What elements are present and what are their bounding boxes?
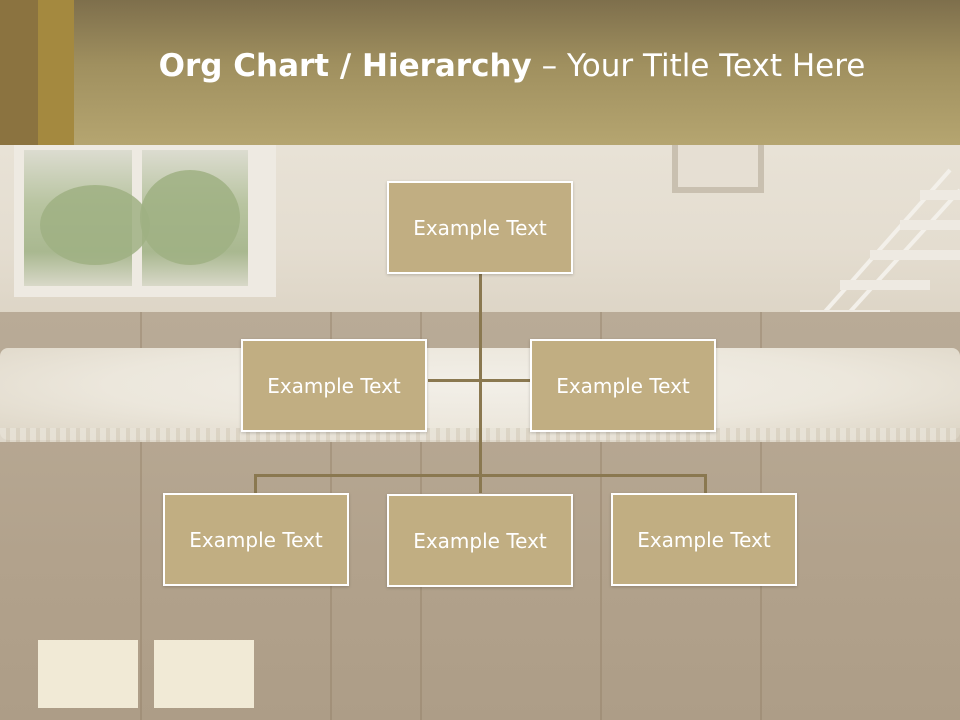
- decor-tile: [38, 640, 138, 708]
- tree-shape: [40, 185, 150, 265]
- connector-children-bar: [255, 474, 706, 477]
- org-node-child-3[interactable]: Example Text: [611, 493, 797, 586]
- org-node-child-2[interactable]: Example Text: [387, 494, 573, 587]
- org-node-label: Example Text: [413, 215, 547, 240]
- org-node-label: Example Text: [413, 528, 547, 553]
- org-node-assistant-right[interactable]: Example Text: [530, 339, 716, 432]
- decor-tile: [154, 640, 254, 708]
- connector-child-drop: [704, 474, 707, 494]
- org-node-label: Example Text: [267, 373, 401, 398]
- title-accent-stripe: [0, 0, 38, 145]
- title-bold: Org Chart / Hierarchy: [158, 48, 532, 84]
- floor-plank-line: [600, 312, 602, 720]
- org-node-root[interactable]: Example Text: [387, 181, 573, 274]
- org-node-assistant-left[interactable]: Example Text: [241, 339, 427, 432]
- org-node-label: Example Text: [637, 527, 771, 552]
- org-node-label: Example Text: [189, 527, 323, 552]
- title-dash: –: [531, 48, 567, 84]
- org-node-label: Example Text: [556, 373, 690, 398]
- tree-shape: [140, 170, 240, 265]
- org-node-child-1[interactable]: Example Text: [163, 493, 349, 586]
- connector-trunk: [479, 273, 482, 493]
- connector-child-drop: [254, 474, 257, 494]
- floor-plank-line: [140, 312, 142, 720]
- title-bar: [0, 0, 960, 145]
- title-light: Your Title Text Here: [566, 48, 866, 84]
- connector-assistants: [428, 379, 532, 382]
- title-accent-stripe: [38, 0, 74, 145]
- wall-picture-frame: [672, 145, 764, 193]
- slide-title[interactable]: Org Chart / Hierarchy – Your Title Text …: [0, 48, 960, 84]
